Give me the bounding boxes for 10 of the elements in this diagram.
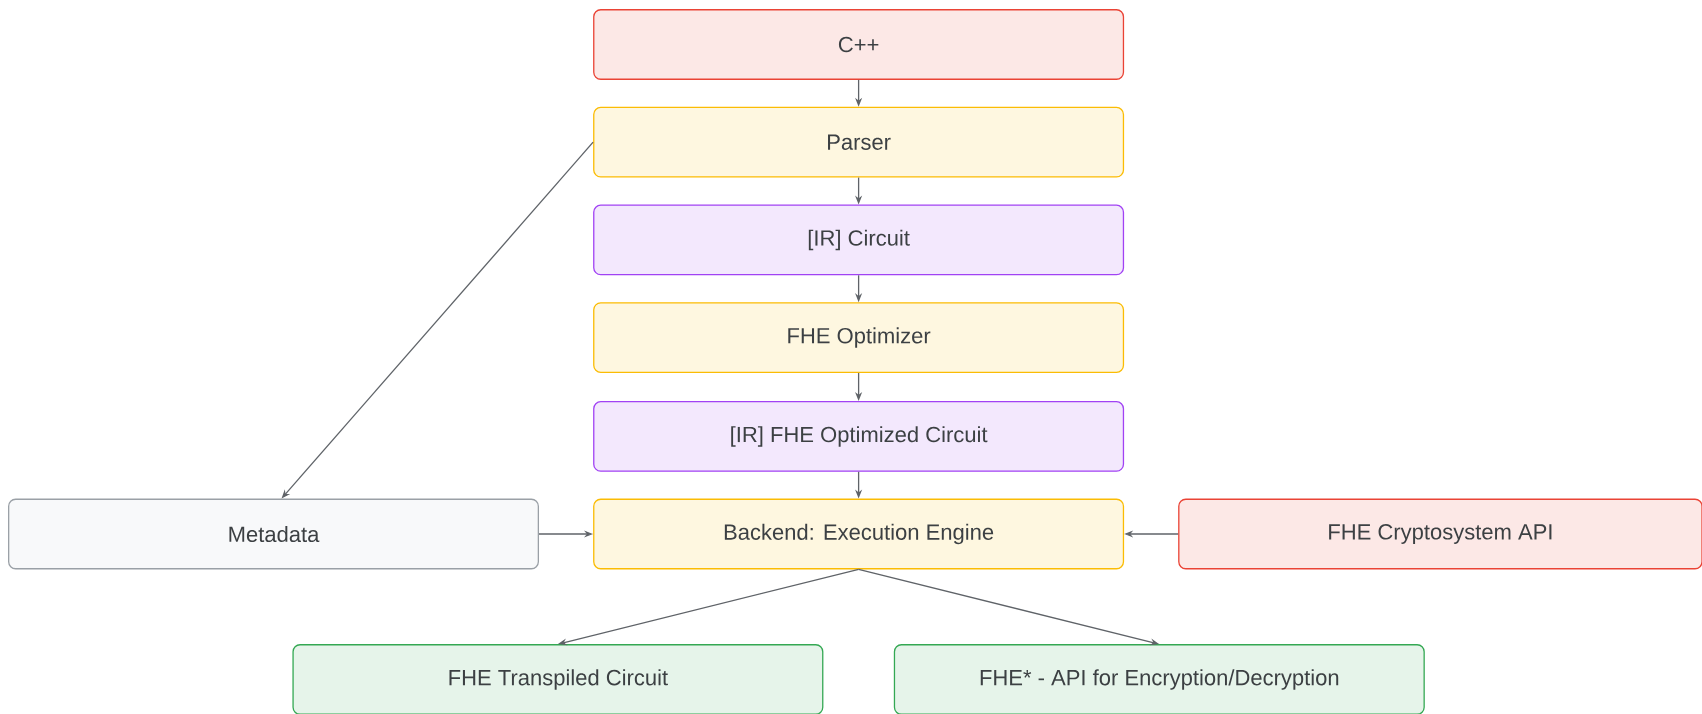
- process-box: FHE* - API for Encryption/Decryption: [893, 644, 1425, 714]
- process-box: FHE Cryptosystem API: [1178, 498, 1702, 570]
- process-box: [IR] Circuit: [593, 204, 1125, 276]
- process-box: [IR] FHE Optimized Circuit: [593, 401, 1125, 472]
- process-box: Metadata: [8, 498, 539, 570]
- process-box: FHE Optimizer: [593, 302, 1125, 373]
- process-box: Backend: Execution Engine: [593, 498, 1125, 570]
- process-box: C++: [593, 9, 1125, 80]
- process-box: Parser: [593, 106, 1125, 178]
- process-box: FHE Transpiled Circuit: [292, 644, 824, 714]
